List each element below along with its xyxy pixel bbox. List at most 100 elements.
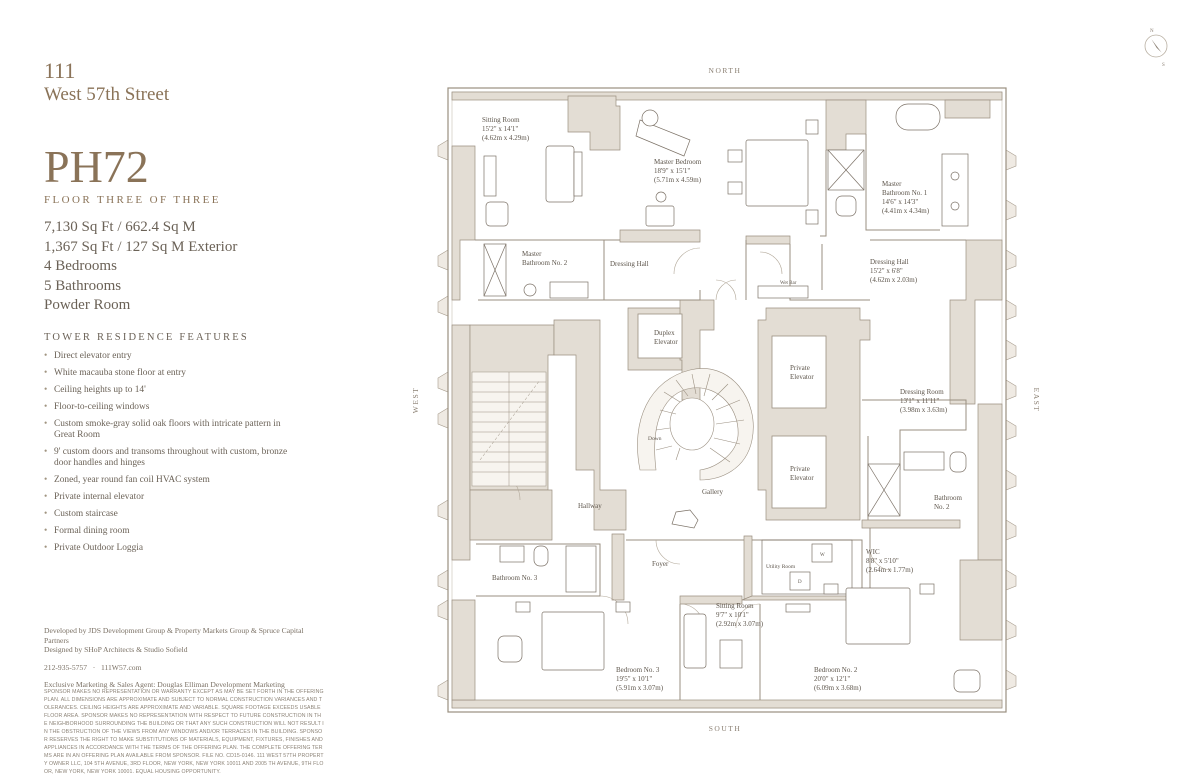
stat-bedrooms: 4 Bedrooms: [44, 258, 117, 274]
room-private-elevator-1: Private Elevator: [790, 364, 814, 381]
feature-item: Zoned, year round fan coil HVAC system: [44, 475, 294, 486]
stat-bathrooms: 5 Bathrooms: [44, 277, 122, 294]
room-bathroom-3: Bathroom No. 3: [492, 574, 538, 582]
features-title: TOWER RESIDENCE FEATURES: [44, 331, 249, 343]
south-label: SOUTH: [709, 724, 742, 733]
stat-exterior-area: 1,367 Sq Ft / 127 Sq M Exterior: [44, 238, 238, 255]
building-number: 111: [44, 58, 76, 83]
west-facade: [437, 139, 449, 701]
svg-text:15'2" x 14'1": 15'2" x 14'1": [482, 125, 518, 133]
floor-label: FLOOR THREE OF THREE: [44, 194, 221, 206]
svg-text:Bedroom No. 2: Bedroom No. 2: [814, 666, 858, 674]
svg-text:No. 2: No. 2: [934, 503, 950, 511]
svg-text:18'9" x 15'1": 18'9" x 15'1": [654, 167, 690, 175]
room-bathroom-2: Bathroom No. 2: [934, 494, 963, 511]
svg-text:Bathroom: Bathroom: [934, 494, 963, 502]
svg-text:Bedroom No. 3: Bedroom No. 3: [616, 666, 660, 674]
website-link[interactable]: 111W57.com: [100, 662, 142, 672]
feature-item: Floor-to-ceiling windows: [44, 402, 294, 413]
svg-text:(4.62m x 2.03m): (4.62m x 2.03m): [870, 276, 918, 284]
feature-item: Private internal elevator: [44, 492, 294, 503]
room-dressing-hall-west: Dressing Hall: [610, 260, 649, 268]
room-utility-room: Utility Room: [766, 564, 796, 570]
svg-text:Private: Private: [790, 465, 810, 473]
room-master-bedroom: Master Bedroom 18'9" x 15'1" (5.71m x 4.…: [654, 158, 702, 184]
svg-text:Bathroom No. 2: Bathroom No. 2: [522, 259, 568, 267]
compass-n-label: N: [1150, 29, 1154, 34]
stair-down-label: Down: [648, 436, 662, 442]
svg-text:(4.62m x 4.29m): (4.62m x 4.29m): [482, 134, 530, 142]
feature-item: Custom staircase: [44, 509, 294, 520]
svg-text:14'6" x 14'3": 14'6" x 14'3": [882, 198, 918, 206]
east-facade: [1005, 149, 1017, 691]
room-master-bathroom-2: Master Bathroom No. 2: [522, 250, 568, 267]
svg-text:Master: Master: [882, 180, 902, 188]
stat-powder-room: Powder Room: [44, 297, 131, 313]
svg-text:9'7" x 10'1": 9'7" x 10'1": [716, 611, 749, 619]
developer-credit: Developed by JDS Development Group & Pro…: [44, 626, 304, 645]
feature-item: Custom smoke-gray solid oak floors with …: [44, 419, 294, 441]
feature-item: Direct elevator entry: [44, 351, 294, 362]
room-duplex-elevator: Duplex Elevator: [654, 329, 678, 346]
room-labels: Sitting Room 15'2" x 14'1" (4.62m x 4.29…: [482, 116, 963, 692]
svg-text:(2.64m x 1.77m): (2.64m x 1.77m): [866, 566, 914, 574]
svg-text:13'1" x 11'11": 13'1" x 11'11": [900, 397, 939, 405]
svg-text:Elevator: Elevator: [790, 373, 814, 381]
svg-text:(2.92m x 3.07m): (2.92m x 3.07m): [716, 620, 764, 628]
svg-text:Elevator: Elevator: [654, 338, 678, 346]
svg-text:19'5" x 10'1": 19'5" x 10'1": [616, 675, 652, 683]
svg-text:Private: Private: [790, 364, 810, 372]
feature-item: 9' custom doors and transoms throughout …: [44, 447, 294, 469]
compass-rose-icon: N S: [1144, 29, 1168, 68]
svg-text:Sitting Room: Sitting Room: [716, 602, 754, 610]
elevator-cabs: [637, 313, 827, 509]
room-master-bathroom-1: Master Bathroom No. 1 14'6" x 14'3" (4.4…: [882, 180, 930, 215]
north-label: NORTH: [709, 66, 742, 75]
svg-text:Master Bedroom: Master Bedroom: [654, 158, 702, 166]
feature-item: Private Outdoor Loggia: [44, 543, 294, 554]
svg-text:Dressing Room: Dressing Room: [900, 388, 944, 396]
svg-text:(5.91m x 3.07m): (5.91m x 3.07m): [616, 684, 664, 692]
west-label: WEST: [411, 387, 420, 413]
info-panel: 111 West 57th Street PH72 FLOOR THREE OF…: [44, 58, 334, 560]
features-list: Direct elevator entry White macauba ston…: [44, 351, 334, 554]
east-label: EAST: [1032, 388, 1041, 413]
svg-text:Elevator: Elevator: [790, 474, 814, 482]
svg-text:15'2" x 6'8": 15'2" x 6'8": [870, 267, 903, 275]
main-stair: [471, 371, 547, 487]
phone-number: 212-935-5757: [44, 662, 88, 672]
svg-text:20'0" x 12'1": 20'0" x 12'1": [814, 675, 850, 683]
svg-text:WIC: WIC: [866, 548, 880, 556]
dryer-label: D: [798, 580, 802, 585]
furniture: [483, 103, 981, 693]
designer-credit: Designed by SHoP Architects & Studio Sof…: [44, 645, 188, 655]
credits: Developed by JDS Development Group & Pro…: [44, 626, 324, 690]
feature-item: Ceiling heights up to 14': [44, 385, 294, 396]
unit-stats: 7,130 Sq Ft / 662.4 Sq M 1,367 Sq Ft / 1…: [44, 218, 334, 316]
compass-s-label: S: [1162, 63, 1165, 68]
room-sitting-room-north: Sitting Room 15'2" x 14'1" (4.62m x 4.29…: [482, 116, 530, 142]
building-street: West 57th Street: [44, 84, 170, 105]
room-dressing-hall-east: Dressing Hall 15'2" x 6'8" (4.62m x 2.03…: [870, 258, 918, 284]
room-sitting-room-south: Sitting Room 9'7" x 10'1" (2.92m x 3.07m…: [716, 602, 764, 628]
svg-text:8'8" x 5'10": 8'8" x 5'10": [866, 557, 899, 565]
contact-row: 212-935-5757 · 111W57.com: [44, 662, 142, 672]
svg-text:(4.41m x 4.34m): (4.41m x 4.34m): [882, 207, 930, 215]
svg-text:Bathroom No. 1: Bathroom No. 1: [882, 189, 928, 197]
feature-item: Formal dining room: [44, 526, 294, 537]
washer-label: W: [820, 553, 825, 558]
room-bedroom-3: Bedroom No. 3 19'5" x 10'1" (5.91m x 3.0…: [616, 666, 664, 692]
svg-text:Sitting Room: Sitting Room: [482, 116, 520, 124]
feature-item: White macauba stone floor at entry: [44, 368, 294, 379]
room-wet-bar: Wet Bar: [780, 281, 797, 286]
svg-text:Master: Master: [522, 250, 542, 258]
marketing-credit: Exclusive Marketing & Sales Agent: Dougl…: [44, 680, 285, 690]
svg-text:Duplex: Duplex: [654, 329, 675, 337]
room-foyer: Foyer: [652, 560, 669, 568]
spiral-staircase: [637, 368, 754, 481]
room-gallery: Gallery: [702, 488, 723, 496]
room-hallway: Hallway: [578, 502, 602, 510]
svg-text:Dressing Hall: Dressing Hall: [870, 258, 909, 266]
room-wic: WIC 8'8" x 5'10" (2.64m x 1.77m): [866, 548, 914, 574]
